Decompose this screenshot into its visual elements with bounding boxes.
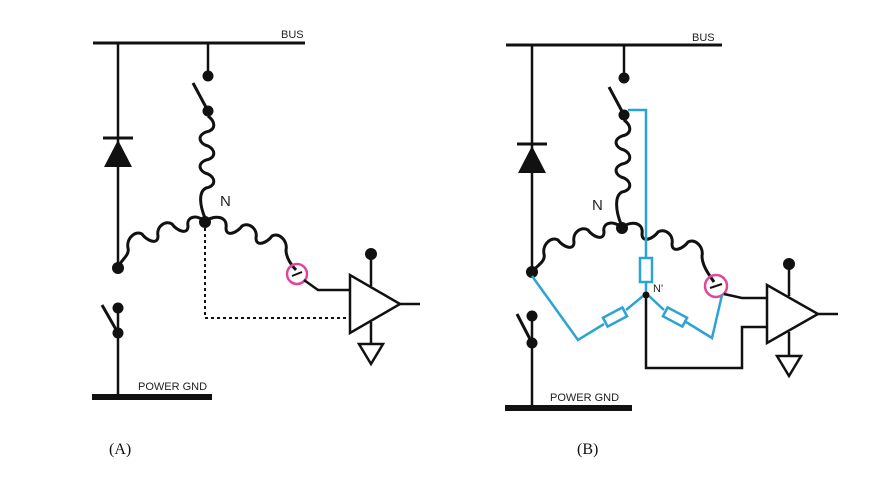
panel-a: BUS POWER GND N [92,29,420,458]
low-switch-b [515,276,538,349]
virtual-neutral-network [530,108,724,342]
winding-right-b [620,221,716,283]
neutral-label-a: N [220,193,231,210]
ground-label-a: POWER GND [138,381,207,393]
virtual-neutral-point [642,291,650,299]
sense-wire-a [303,278,352,292]
winding-top-b [614,118,632,225]
winding-top-a [198,114,216,219]
neutral-label-b: N [592,197,603,214]
winding-left-b [530,221,624,273]
ground-label-b: POWER GND [550,392,619,404]
virtual-neutral-label: N' [653,283,663,295]
caption-a: (A) [109,441,131,458]
high-switch-a [191,43,214,117]
diode-b [517,142,547,173]
bus-label-b: BUS [692,32,715,44]
phase-sense-point-b [703,273,729,299]
winding-left-a [116,215,207,269]
comparator-a [348,248,420,367]
low-switch-a [100,270,124,339]
comparator-b [765,258,838,379]
phase-sense-point-a [285,262,309,286]
sense-wire-b [723,292,766,300]
caption-b: (B) [577,441,598,458]
panel-b: BUS POWER GND N [505,32,838,458]
virtual-neutral-reference-wire [644,298,766,370]
bus-label-a: BUS [281,29,304,41]
high-switch-b [607,45,630,121]
winding-right-a [204,215,298,272]
neutral-reference-dotted-a [204,228,348,319]
diode-a [103,136,133,167]
